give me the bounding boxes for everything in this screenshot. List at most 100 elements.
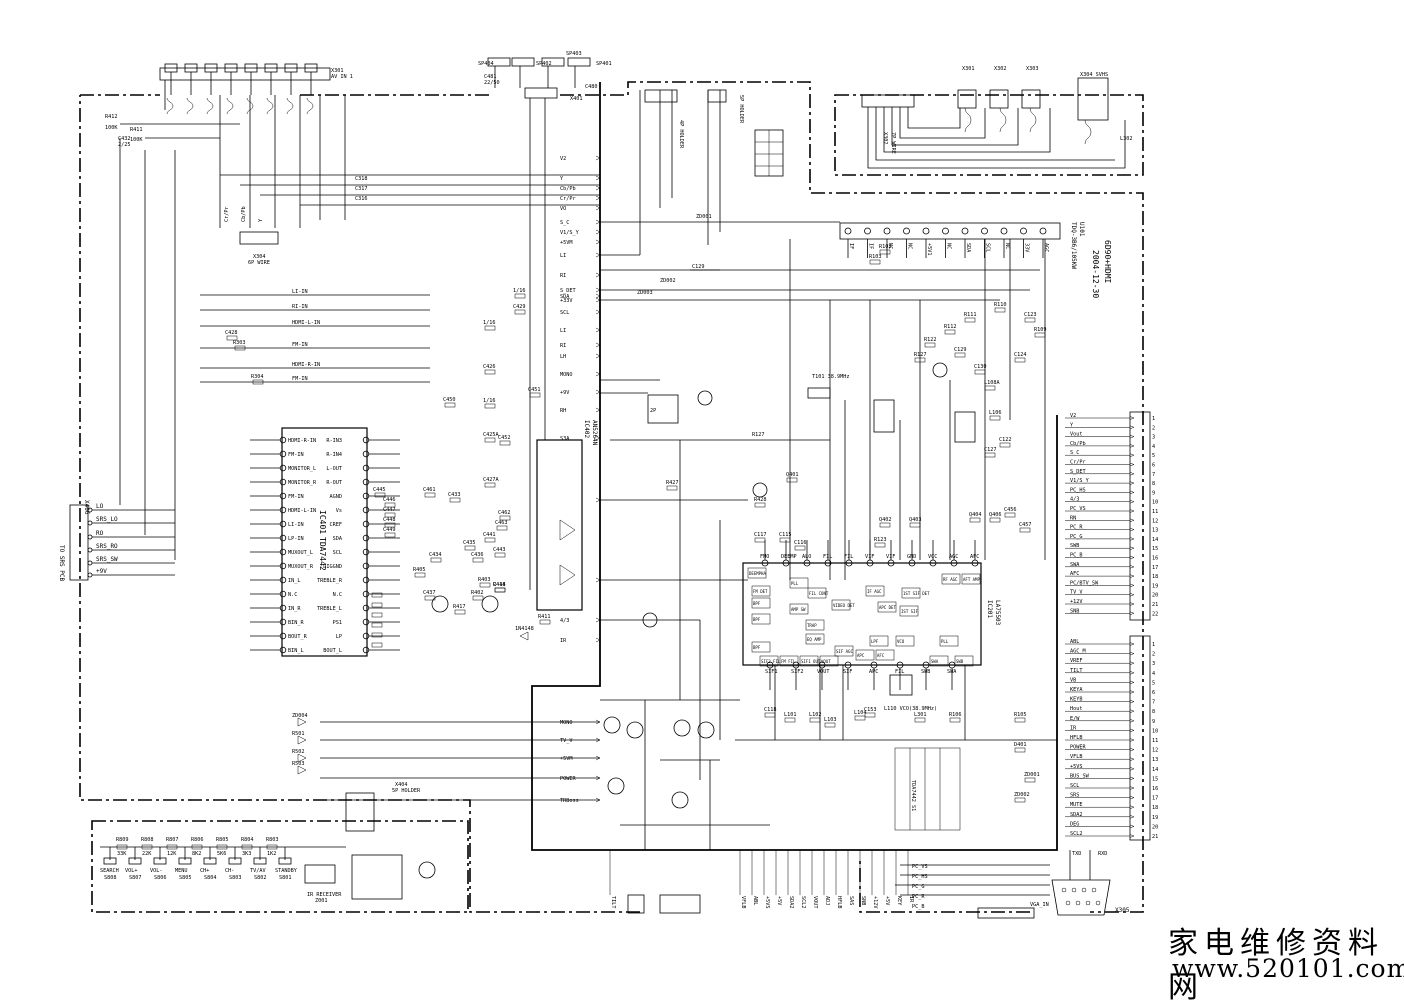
bus-bottom-arrow [1129, 834, 1135, 838]
key-ref: S807 [129, 875, 142, 881]
ic401-pin [279, 548, 287, 556]
ic201-block [855, 649, 875, 661]
ic401-right-pin-name: Vs [336, 508, 342, 514]
bus-top-pinnum: 9 [1152, 490, 1155, 496]
passive-ref: R402 [471, 590, 484, 596]
bus-bottom-label: E/W [1070, 716, 1080, 722]
if-passive-ref: R428 [754, 497, 767, 503]
x406-ref: X406 [83, 500, 90, 515]
if-passive-ref: C118 [764, 707, 777, 713]
bus-top-label: PC_VS [1070, 506, 1086, 512]
vga-pin-label: PC_R [912, 894, 925, 900]
ic401-left-pin-name: N.C [288, 592, 297, 598]
x404-label: 5P HOLDER [392, 788, 421, 794]
bus-top-label: PC_R [1070, 525, 1083, 531]
signal-arrow [595, 435, 601, 441]
ic401-right-pin-name: LP [336, 634, 342, 640]
bus-bottom-pinnum: 7 [1152, 700, 1155, 706]
ic201-block [779, 655, 799, 667]
audio-in-label: RI-IN [292, 304, 308, 310]
ic401-left-pin-name: FM-IN [288, 494, 304, 500]
ic401-pin [279, 436, 287, 444]
ic201-block [899, 605, 919, 617]
x-5p: 5P HOLDER [738, 95, 744, 124]
if-passive [1019, 527, 1031, 533]
key-resistor [266, 844, 278, 850]
jack-x304: X304 SVHS [1080, 72, 1108, 78]
key-resistor-val: 22K [142, 851, 152, 857]
signal-arrow [595, 239, 601, 245]
tuner-pin-name: SDA [965, 243, 971, 253]
bus-bottom-pinnum: 20 [1152, 824, 1158, 830]
if-passive [879, 522, 891, 528]
ic201-block-name: SWB [956, 659, 964, 664]
signal-label: LI [560, 328, 566, 334]
ic201-block-name: BPF [753, 601, 761, 606]
key-resistor-ref: R805 [216, 837, 229, 843]
key-ref: S801 [279, 875, 292, 881]
r411-val: 100K [130, 137, 143, 143]
passive-component [514, 293, 526, 299]
passive-ref: 1/16 [483, 398, 496, 404]
passive-ref: C426 [483, 364, 496, 370]
signal-label: IR [560, 638, 567, 644]
bus-top-label: PC_HS [1070, 487, 1086, 493]
board-outlines [79, 81, 1144, 913]
if-passive-ref: R112 [944, 324, 957, 330]
passive-component [226, 335, 238, 341]
ic401-pin [362, 548, 370, 556]
bus-top-arrow [1129, 537, 1135, 541]
ic401-left-pin-name: IN_L [288, 578, 301, 584]
ic201-block [789, 603, 809, 615]
bus-top-arrow [1129, 611, 1135, 616]
tuner-pin-name: NC [1004, 243, 1010, 249]
passive-ref: C461 [423, 487, 436, 493]
bus-bottom-pinnum: 18 [1152, 805, 1158, 811]
ic201-block-name: PLL [941, 639, 949, 644]
bus-top-label: SNB [1070, 608, 1079, 614]
ic401-ref: IC401 [318, 510, 327, 534]
ic401-left-pin-name: MUXOUT_R [288, 564, 314, 570]
signal-label: TRBoss [560, 798, 579, 804]
bus-bottom-arrow [1129, 786, 1135, 790]
bus-bottom-pinnum: 12 [1152, 748, 1158, 754]
passive-ref: R303 [233, 340, 246, 346]
bus-bottom-arrow [1129, 738, 1135, 742]
bus-top-arrow [1129, 574, 1135, 578]
bus-bottom-arrow [1129, 709, 1135, 713]
ic201-block [789, 577, 809, 589]
title-date: 2004-12-30 [1091, 250, 1100, 298]
bus-top-arrow [1129, 425, 1135, 430]
if-passive-ref: L108A [984, 380, 1000, 386]
tuner-ref: U101 [1078, 222, 1085, 237]
jack-x301: X301 [962, 66, 975, 72]
bus-top-pinnum: 11 [1152, 509, 1158, 515]
key-name: MENU [175, 868, 188, 874]
bus-top-label: PC_B [1070, 553, 1083, 559]
key-switch [253, 857, 267, 865]
ic401-right-pin-name: R-IN4 [326, 452, 342, 458]
passive-component [472, 595, 484, 601]
ic401-right-pin-name: TREBLE_R [317, 578, 343, 584]
if-passive [1024, 317, 1036, 323]
key-resistor [166, 844, 178, 850]
bus-bottom-arrow [1129, 728, 1135, 733]
bus-top-pinnum: 20 [1152, 593, 1158, 599]
ic201-block [759, 655, 779, 667]
r106-ref: ZD002 [660, 278, 676, 284]
signal-label: Cr/Pr [560, 196, 576, 202]
ic201-block [819, 655, 839, 667]
c481: C481 [484, 74, 497, 80]
tuner-pin-name: NC [907, 243, 913, 249]
x406-pin [87, 534, 93, 540]
bottom-label: ADJ [824, 896, 830, 905]
bus-bottom-label: SCL2 [1070, 831, 1083, 837]
jack-coil [266, 97, 274, 115]
bus-top-arrow [1129, 565, 1135, 569]
bottom-label: SCL2 [800, 896, 806, 909]
ic401-pin [279, 646, 287, 654]
x302-lbl: 7P WIRE [890, 132, 896, 154]
key-ref: S804 [204, 875, 217, 881]
passive-component [494, 552, 506, 558]
